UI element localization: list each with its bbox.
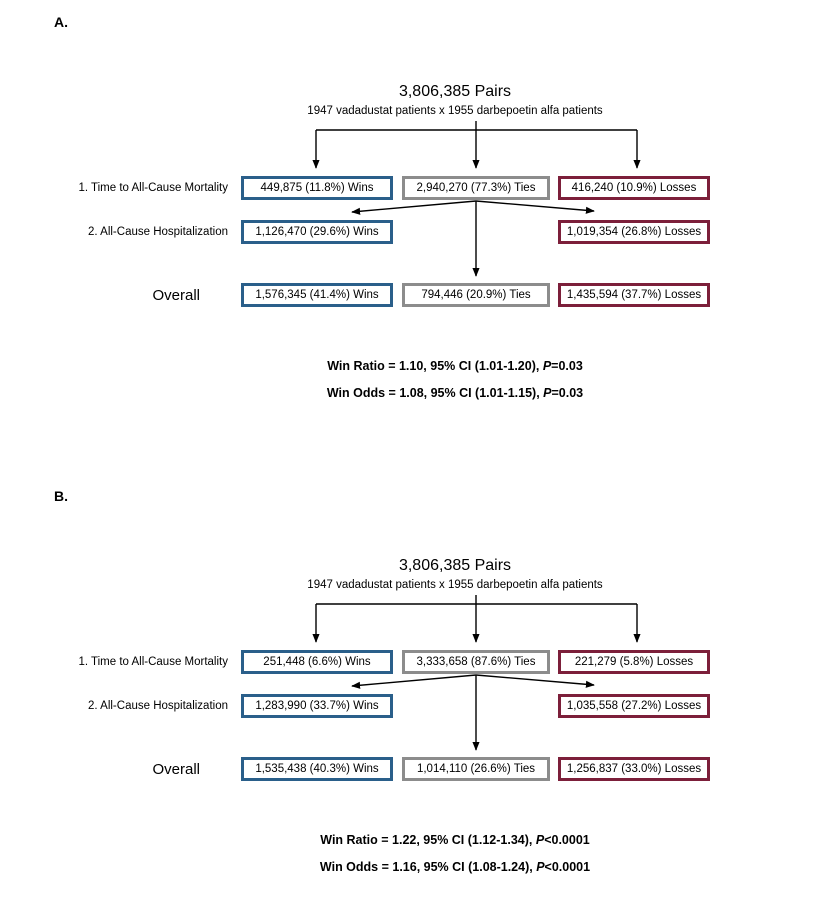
panel-a: A. 3,806,385 Pairs 1947 vadadustat patie…	[54, 14, 755, 400]
row1-label-mortality: 1. Time to All-Cause Mortality	[78, 656, 228, 668]
win-ratio-text: Win Ratio = 1.10, 95% CI (1.01-1.20), P=…	[155, 359, 755, 373]
win-ratio-lead: Win Ratio = 1.22, 95% CI (1.12-1.34),	[320, 833, 536, 847]
overall-losses-box: 1,256,837 (33.0%) Losses	[558, 757, 710, 781]
p-symbol: P	[543, 386, 552, 400]
row1-ties-box: 2,940,270 (77.3%) Ties	[402, 176, 550, 200]
row1-label-mortality: 1. Time to All-Cause Mortality	[78, 182, 228, 194]
overall-wins-box: 1,535,438 (40.3%) Wins	[241, 757, 393, 781]
p-symbol: P	[535, 833, 545, 847]
panel-b-label: B.	[54, 488, 68, 504]
overall-losses-box: 1,435,594 (37.7%) Losses	[558, 283, 710, 307]
row1-losses-box: 221,279 (5.8%) Losses	[558, 650, 710, 674]
win-ratio-lead: Win Ratio = 1.10, 95% CI (1.01-1.20),	[327, 359, 543, 373]
overall-wins-box: 1,576,345 (41.4%) Wins	[241, 283, 393, 307]
row1-losses-box: 416,240 (10.9%) Losses	[558, 176, 710, 200]
p-value: =0.03	[551, 359, 583, 373]
p-value: <0.0001	[544, 833, 590, 847]
row2-losses-box: 1,035,558 (27.2%) Losses	[558, 694, 710, 718]
win-odds-lead: Win Odds = 1.08, 95% CI (1.01-1.15),	[326, 386, 544, 400]
p-value: <0.0001	[544, 860, 591, 874]
overall-ties-box: 794,446 (20.9%) Ties	[402, 283, 550, 307]
row2-wins-box: 1,283,990 (33.7%) Wins	[241, 694, 393, 718]
row2-wins-box: 1,126,470 (29.6%) Wins	[241, 220, 393, 244]
row2-losses-box: 1,019,354 (26.8%) Losses	[558, 220, 710, 244]
panel-b: B. 3,806,385 Pairs 1947 vadadustat patie…	[0, 474, 813, 900]
pairs-title: 3,806,385 Pairs	[398, 83, 512, 100]
win-odds-text: Win Odds = 1.08, 95% CI (1.01-1.15), P=0…	[155, 386, 755, 400]
panel-a-label: A.	[54, 14, 68, 30]
p-symbol: P	[542, 359, 552, 373]
row1-wins-box: 251,448 (6.6%) Wins	[241, 650, 393, 674]
row2-label-hospitalization: 2. All-Cause Hospitalization	[88, 226, 228, 238]
pairs-title: 3,806,385 Pairs	[398, 557, 512, 574]
row2-label-hospitalization: 2. All-Cause Hospitalization	[88, 700, 228, 712]
pairs-subtitle: 1947 vadadustat patients x 1955 darbepoe…	[307, 579, 603, 591]
pairs-subtitle: 1947 vadadustat patients x 1955 darbepoe…	[307, 105, 603, 117]
p-value: =0.03	[551, 386, 584, 400]
overall-ties-box: 1,014,110 (26.6%) Ties	[402, 757, 550, 781]
p-symbol: P	[536, 860, 545, 874]
win-odds-lead: Win Odds = 1.16, 95% CI (1.08-1.24),	[319, 860, 537, 874]
overall-label: Overall	[152, 761, 200, 778]
win-ratio-text: Win Ratio = 1.22, 95% CI (1.12-1.34), P<…	[155, 833, 755, 847]
win-odds-text: Win Odds = 1.16, 95% CI (1.08-1.24), P<0…	[155, 860, 755, 874]
overall-label: Overall	[152, 287, 200, 304]
row1-ties-box: 3,333,658 (87.6%) Ties	[402, 650, 550, 674]
row1-wins-box: 449,875 (11.8%) Wins	[241, 176, 393, 200]
